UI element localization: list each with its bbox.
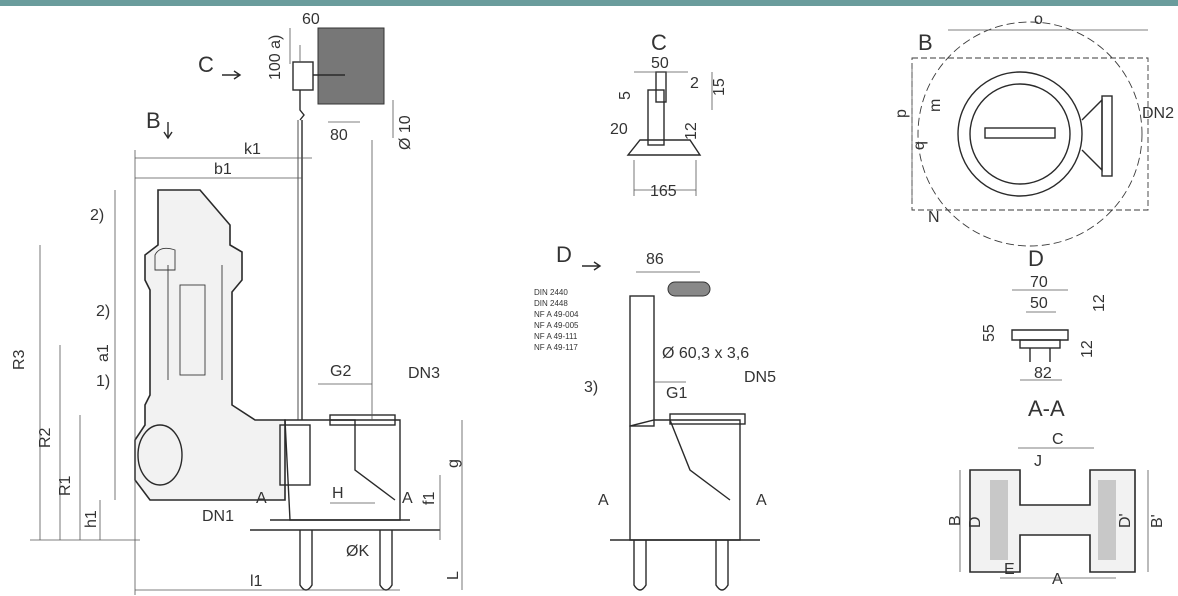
view-b-dim-p: p (893, 109, 910, 118)
section-aa-a: A (1052, 571, 1063, 588)
hanger-block (317, 27, 385, 105)
view-b-dim-q: q (911, 141, 928, 150)
main-view: C B 60 100 a) 80 Ø 10 k1 b1 2) 2) 1) a1 … (11, 11, 463, 595)
dim-100a: 100 a) (267, 35, 284, 80)
standard-2: NF A 49-004 (534, 310, 579, 319)
dim-dn3: DN3 (408, 365, 440, 382)
view-c-arrow-label: C (198, 52, 214, 77)
section-aa-d: D (967, 516, 984, 528)
view-d-small-title: D (1028, 246, 1044, 271)
note-3: 3) (584, 379, 598, 396)
dim-g1: G1 (666, 385, 687, 402)
view-d-a-left: A (598, 492, 609, 509)
section-aa-j: J (1034, 453, 1042, 470)
dim-l: L (445, 571, 462, 580)
view-b: B o p m q DN2 N (893, 11, 1174, 247)
view-d-title: D (556, 242, 572, 267)
dim-g2: G2 (330, 363, 351, 380)
standard-3: NF A 49-005 (534, 321, 579, 330)
pipe-spec: Ø 60,3 x 3,6 (662, 345, 749, 362)
view-b-n: N (928, 209, 940, 226)
dim-10: Ø 10 (397, 115, 414, 150)
dim-f1: f1 (421, 492, 438, 505)
view-d-side: D 86 DIN 2440 DIN 2448 NF A 49-004 NF A … (534, 242, 776, 591)
section-aa-bp: B' (1149, 514, 1166, 528)
header-bar (0, 0, 1178, 6)
standard-5: NF A 49-117 (534, 343, 578, 352)
dim-80: 80 (330, 127, 348, 144)
view-c-dim-12: 12 (683, 122, 700, 140)
section-aa: A-A C J B D D' B' E A (947, 396, 1166, 588)
view-b-dn2: DN2 (1142, 105, 1174, 122)
view-c-dim-5: 5 (617, 91, 634, 100)
dim-h1: h1 (83, 510, 100, 528)
section-aa-b: B (947, 515, 964, 526)
view-c-dim-2: 2 (690, 75, 699, 92)
dim-l1: l1 (250, 573, 263, 590)
note-2a: 2) (90, 207, 104, 224)
section-a-right: A (402, 490, 413, 507)
standard-1: DIN 2448 (534, 299, 568, 308)
view-c-title: C (651, 30, 667, 55)
dim-g: g (445, 459, 462, 468)
standard-0: DIN 2440 (534, 288, 568, 297)
view-d-dim-86: 86 (646, 251, 664, 268)
dim-dn5: DN5 (744, 369, 776, 386)
section-aa-title: A-A (1028, 396, 1065, 421)
view-d-small-82: 82 (1034, 365, 1052, 382)
view-c: C 50 5 2 15 20 12 165 (610, 30, 728, 200)
view-d-small-12b: 12 (1079, 340, 1096, 358)
view-d-small-55: 55 (981, 324, 998, 342)
pump-body (134, 189, 286, 501)
view-d-small: D 70 50 12 55 12 82 (981, 246, 1108, 382)
standard-4: NF A 49-111 (534, 332, 578, 341)
view-b-dim-m: m (927, 99, 944, 112)
dim-ok: ØK (346, 543, 369, 560)
view-c-dim-165: 165 (650, 183, 677, 200)
view-c-dim-15: 15 (711, 78, 728, 96)
view-b-title: B (918, 30, 933, 55)
view-d-small-50: 50 (1030, 295, 1048, 312)
view-b-arrow-label: B (146, 108, 161, 133)
view-b-dim-o: o (1034, 11, 1043, 28)
dim-60: 60 (302, 11, 320, 28)
section-a-left: A (256, 490, 267, 507)
dim-h: H (332, 485, 344, 502)
dim-r1: R1 (57, 475, 74, 496)
view-c-dim-20: 20 (610, 121, 628, 138)
view-d-small-12a: 12 (1091, 294, 1108, 312)
note-1: 1) (96, 373, 110, 390)
dim-dn1: DN1 (202, 508, 234, 525)
section-aa-e: E (1004, 561, 1015, 578)
dim-b1: b1 (214, 161, 232, 178)
section-aa-dp: D' (1117, 513, 1134, 528)
dim-a1: a1 (95, 344, 112, 362)
dim-r3: R3 (11, 349, 28, 370)
dim-k1: k1 (244, 141, 261, 158)
note-2b: 2) (96, 303, 110, 320)
view-d-small-70: 70 (1030, 274, 1048, 291)
section-aa-c: C (1052, 431, 1064, 448)
view-c-dim-50: 50 (651, 55, 669, 72)
view-d-a-right: A (756, 492, 767, 509)
dim-r2: R2 (37, 427, 54, 448)
